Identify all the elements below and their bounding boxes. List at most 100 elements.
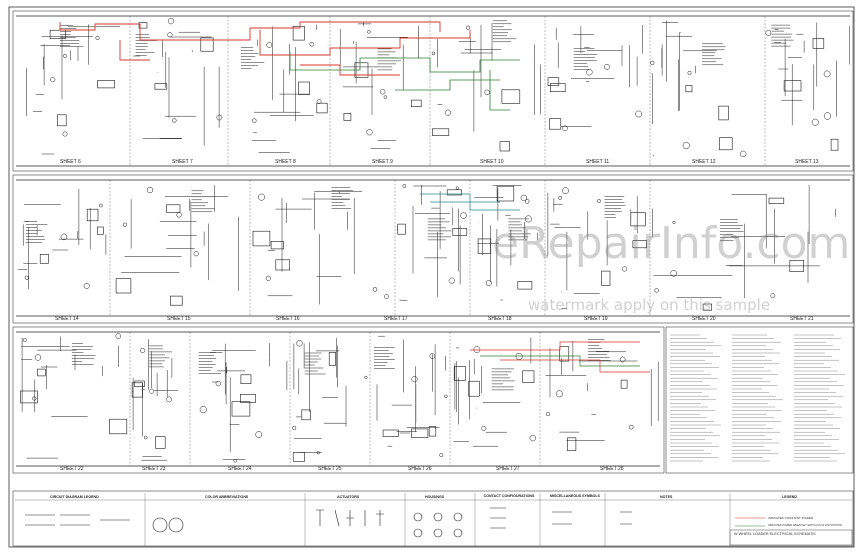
component-node: [529, 434, 536, 442]
component-block: [154, 83, 168, 90]
component-node: [439, 453, 444, 458]
component-node: [765, 30, 772, 36]
component-node: [83, 282, 90, 289]
sheet-label: SHEET 21: [790, 316, 814, 322]
component-node: [193, 251, 199, 257]
component-block: [97, 80, 115, 89]
sheet-label: SHEET 20: [692, 316, 716, 322]
component-node: [562, 187, 569, 195]
legend-header: COLOR ABBREVIATIONS: [205, 495, 249, 499]
component-node: [629, 424, 634, 430]
component-node: [545, 412, 550, 417]
component-node: [520, 194, 528, 202]
sheet-label: SHEET 18: [488, 316, 512, 322]
legend-header: NOTES: [660, 495, 673, 499]
component-node: [586, 69, 593, 76]
component-node: [619, 356, 626, 363]
component-node: [687, 70, 692, 75]
component-node: [383, 95, 388, 99]
component-block: [719, 137, 733, 151]
teal-circuit: [420, 193, 520, 211]
legend-header: LEGEND: [782, 495, 797, 499]
component-node: [682, 141, 690, 150]
component-block: [20, 390, 38, 404]
outer-frame: [8, 6, 855, 548]
component-node: [149, 388, 155, 394]
component-node: [558, 195, 563, 200]
component-block: [275, 259, 290, 271]
component-node: [265, 275, 271, 281]
component-node: [411, 376, 418, 383]
sheet-label: SHEET 8: [275, 159, 296, 165]
component-block: [316, 102, 328, 114]
component-block: [86, 208, 99, 222]
sheet-label: SHEET 6: [60, 159, 81, 165]
component-block: [501, 89, 521, 104]
component-node: [95, 35, 100, 40]
sheet-label: SHEET 9: [372, 159, 393, 165]
component-node: [115, 333, 122, 339]
component-block: [57, 114, 67, 127]
component-block: [231, 401, 251, 417]
component-block: [166, 204, 181, 213]
component-node: [266, 42, 273, 48]
legend-header: ACTUATORS: [337, 495, 360, 499]
band-2-frame: [12, 174, 854, 324]
component-node: [770, 293, 776, 299]
component-node: [366, 129, 373, 136]
component-node: [384, 294, 389, 299]
sheet-label: SHEET 25: [318, 466, 342, 472]
sheet-label: SHEET 15: [167, 316, 191, 322]
sheet-label: SHEET 14: [55, 316, 79, 322]
sheet-label: SHEET 22: [60, 466, 84, 472]
component-node: [22, 338, 27, 342]
component-node: [309, 42, 314, 47]
component-block: [601, 270, 611, 286]
component-node: [166, 396, 172, 403]
component-node: [233, 458, 237, 463]
component-node: [316, 99, 322, 104]
sheet-label: SHEET 11: [586, 159, 610, 165]
component-node: [515, 352, 523, 360]
component-block: [522, 370, 535, 383]
component-block: [768, 197, 785, 204]
component-node: [199, 406, 207, 414]
sheet-label: SHEET 26: [408, 466, 432, 472]
component-block: [131, 382, 144, 398]
component-node: [555, 390, 563, 398]
sheet-label: SHEET 23: [142, 466, 166, 472]
component-node: [460, 212, 467, 219]
sheet-label: SHEET 12: [692, 159, 716, 165]
component-block: [685, 85, 693, 93]
component-node: [216, 114, 223, 121]
watermark-note: watermark apply on this sample: [528, 296, 771, 314]
component-block: [517, 281, 533, 290]
component-block: [830, 138, 839, 151]
component-node: [34, 354, 42, 361]
key-on-power-circuit: [289, 52, 520, 111]
component-block: [270, 241, 284, 250]
component-block: [452, 228, 468, 236]
legend-header: HOUSINGS: [425, 495, 445, 499]
band-1-frame: [12, 10, 854, 172]
component-node: [176, 212, 182, 218]
component-block: [431, 128, 450, 136]
component-block: [783, 80, 802, 92]
component-block: [109, 418, 128, 435]
component-node: [524, 199, 530, 204]
component-node: [654, 288, 659, 293]
component-block: [138, 22, 148, 29]
component-node: [167, 17, 175, 25]
title-block: [729, 529, 853, 546]
component-node: [485, 280, 492, 286]
component-block: [428, 426, 437, 437]
sheet-label: SHEET 10: [480, 159, 504, 165]
component-block: [718, 105, 729, 121]
component-node: [63, 53, 67, 58]
component-block: [702, 303, 712, 311]
sheet-label: SHEET 16: [276, 316, 300, 322]
component-node: [252, 118, 257, 123]
component-node: [670, 270, 677, 277]
component-node: [215, 380, 221, 387]
